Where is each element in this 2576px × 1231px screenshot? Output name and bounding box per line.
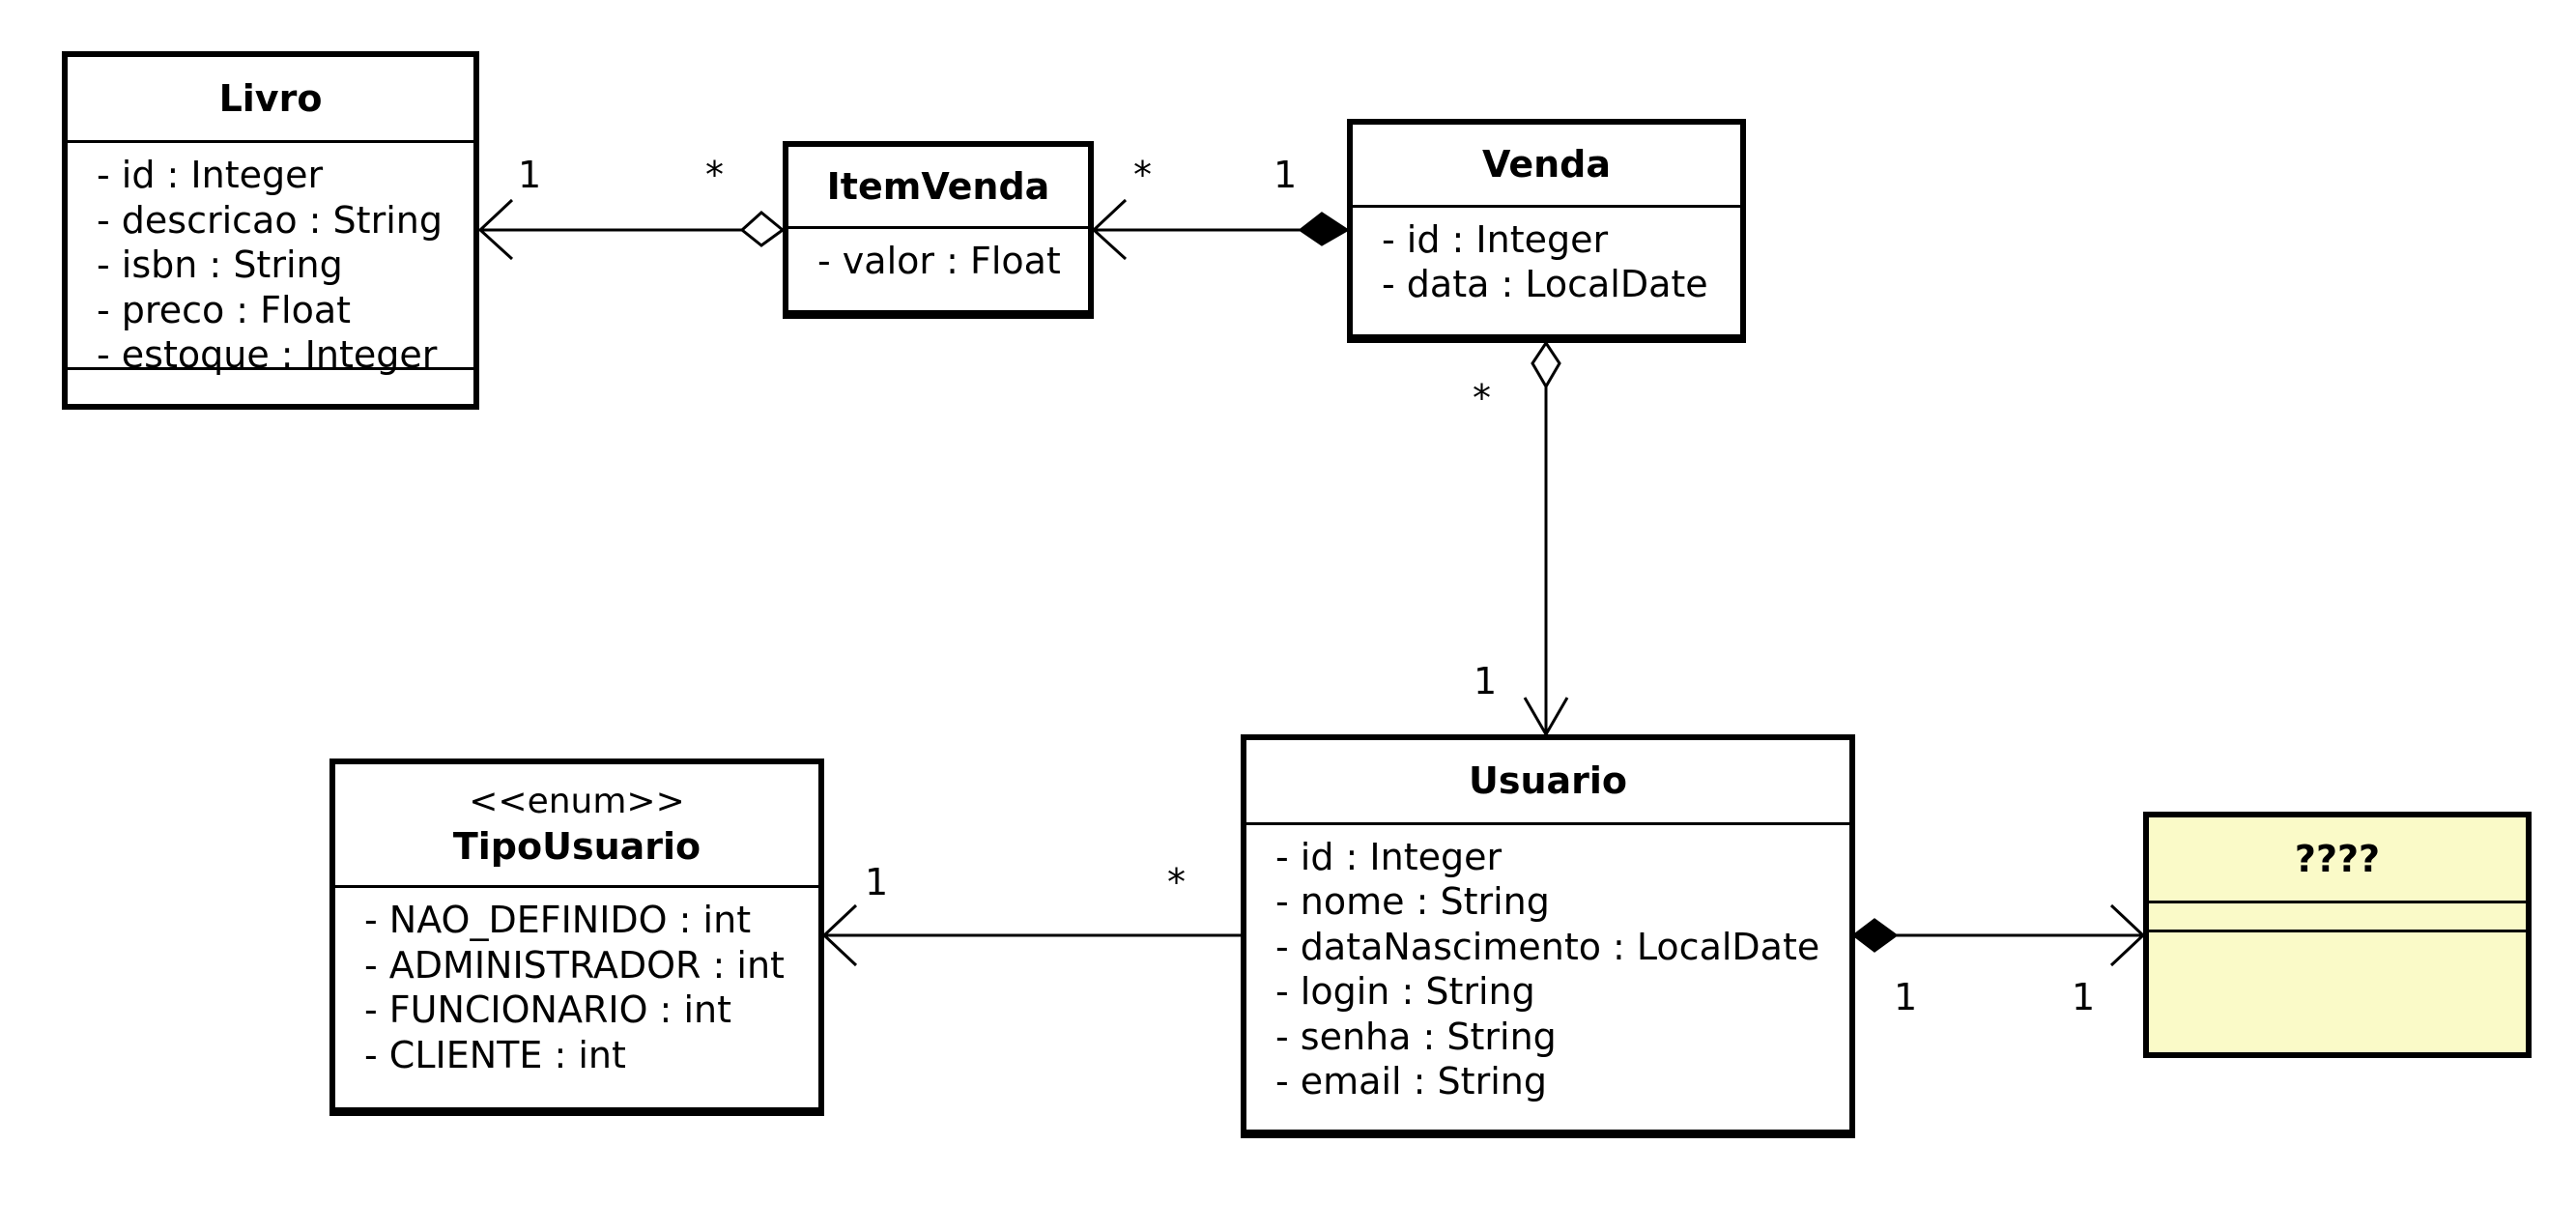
multiplicity-venda-to-usuario: * bbox=[1473, 377, 1491, 419]
class-tipousuario-header: <<enum>> TipoUsuario bbox=[335, 764, 818, 889]
attribute: - descricao : String bbox=[97, 198, 443, 242]
attribute: - isbn : String bbox=[97, 243, 343, 286]
attribute: - id : Integer bbox=[1275, 835, 1503, 878]
class-tipousuario[interactable]: <<enum>> TipoUsuario - NAO_DEFINIDO : in… bbox=[329, 759, 824, 1116]
class-itemvenda-header: ItemVenda bbox=[788, 147, 1088, 229]
composition-diamond-usuario bbox=[1851, 918, 1899, 953]
composition-diamond-venda bbox=[1298, 212, 1350, 246]
attribute: - id : Integer bbox=[1382, 217, 1609, 261]
class-name: ???? bbox=[2294, 838, 2381, 880]
class-venda[interactable]: Venda - id : Integer - data : LocalDate bbox=[1347, 119, 1746, 343]
arrowhead-livro bbox=[477, 198, 514, 261]
multiplicity-itemvenda: * bbox=[1133, 154, 1152, 196]
class-unknown-attributes bbox=[2149, 903, 2526, 932]
multiplicity-usuario-to-unknown: 1 bbox=[1894, 976, 1918, 1018]
class-unknown-header: ???? bbox=[2149, 817, 2526, 903]
class-usuario-attributes: - id : Integer - nome : String - dataNas… bbox=[1246, 825, 1849, 1132]
attribute: - estoque : Integer bbox=[97, 333, 438, 376]
attribute: - email : String bbox=[1275, 1060, 1547, 1103]
aggregation-diamond-venda bbox=[1531, 340, 1561, 389]
class-venda-attributes: - id : Integer - data : LocalDate bbox=[1353, 208, 1740, 337]
attribute: - id : Integer bbox=[97, 154, 324, 196]
class-livro-attributes: - id : Integer - descricao : String - is… bbox=[68, 143, 473, 376]
class-tipousuario-literals: - NAO_DEFINIDO : int - ADMINISTRADOR : i… bbox=[335, 888, 818, 1110]
class-itemvenda[interactable]: ItemVenda - valor : Float bbox=[783, 141, 1094, 319]
attribute: - login : String bbox=[1275, 970, 1535, 1014]
multiplicity-livro: 1 bbox=[518, 154, 542, 196]
attribute: - dataNascimento : LocalDate bbox=[1275, 925, 1820, 968]
multiplicity-venda-to-itemvenda: 1 bbox=[1274, 154, 1298, 196]
class-name: Usuario bbox=[1468, 759, 1628, 803]
class-unknown-operations bbox=[2149, 932, 2526, 1052]
arrowhead-itemvenda bbox=[1091, 198, 1128, 261]
class-name: Livro bbox=[218, 77, 323, 120]
multiplicity-itemvenda-to-livro: * bbox=[705, 154, 724, 196]
class-name: TipoUsuario bbox=[452, 824, 701, 868]
attribute: - nome : String bbox=[1275, 880, 1550, 924]
class-venda-header: Venda bbox=[1353, 125, 1740, 208]
enum-literal: - ADMINISTRADOR : int bbox=[364, 943, 785, 987]
class-livro-header: Livro bbox=[68, 57, 473, 143]
attribute: - data : LocalDate bbox=[1382, 263, 1708, 306]
class-name: ItemVenda bbox=[826, 164, 1050, 208]
class-itemvenda-attributes: - valor : Float bbox=[788, 229, 1088, 313]
class-usuario[interactable]: Usuario - id : Integer - nome : String -… bbox=[1241, 734, 1855, 1138]
multiplicity-unknown: 1 bbox=[2072, 976, 2096, 1018]
multiplicity-usuario-from-venda: 1 bbox=[1474, 660, 1498, 702]
enum-literal: - NAO_DEFINIDO : int bbox=[364, 899, 752, 942]
enum-literal: - CLIENTE : int bbox=[364, 1033, 626, 1076]
arrowhead-tipousuario bbox=[821, 903, 858, 967]
class-name: Venda bbox=[1482, 143, 1611, 186]
multiplicity-tipousuario: 1 bbox=[865, 861, 889, 903]
aggregation-diamond-itemvenda bbox=[739, 211, 786, 247]
enum-literal: - FUNCIONARIO : int bbox=[364, 988, 731, 1032]
class-unknown[interactable]: ???? bbox=[2143, 812, 2532, 1058]
class-usuario-header: Usuario bbox=[1246, 740, 1849, 825]
enum-stereotype: <<enum>> bbox=[469, 781, 685, 821]
attribute: - valor : Float bbox=[817, 239, 1061, 282]
multiplicity-usuario-to-tipousuario: * bbox=[1167, 861, 1186, 903]
attribute: - preco : Float bbox=[97, 288, 352, 331]
class-livro[interactable]: Livro - id : Integer - descricao : Strin… bbox=[62, 51, 479, 410]
attribute: - senha : String bbox=[1275, 1015, 1557, 1058]
class-livro-operations bbox=[68, 370, 473, 404]
